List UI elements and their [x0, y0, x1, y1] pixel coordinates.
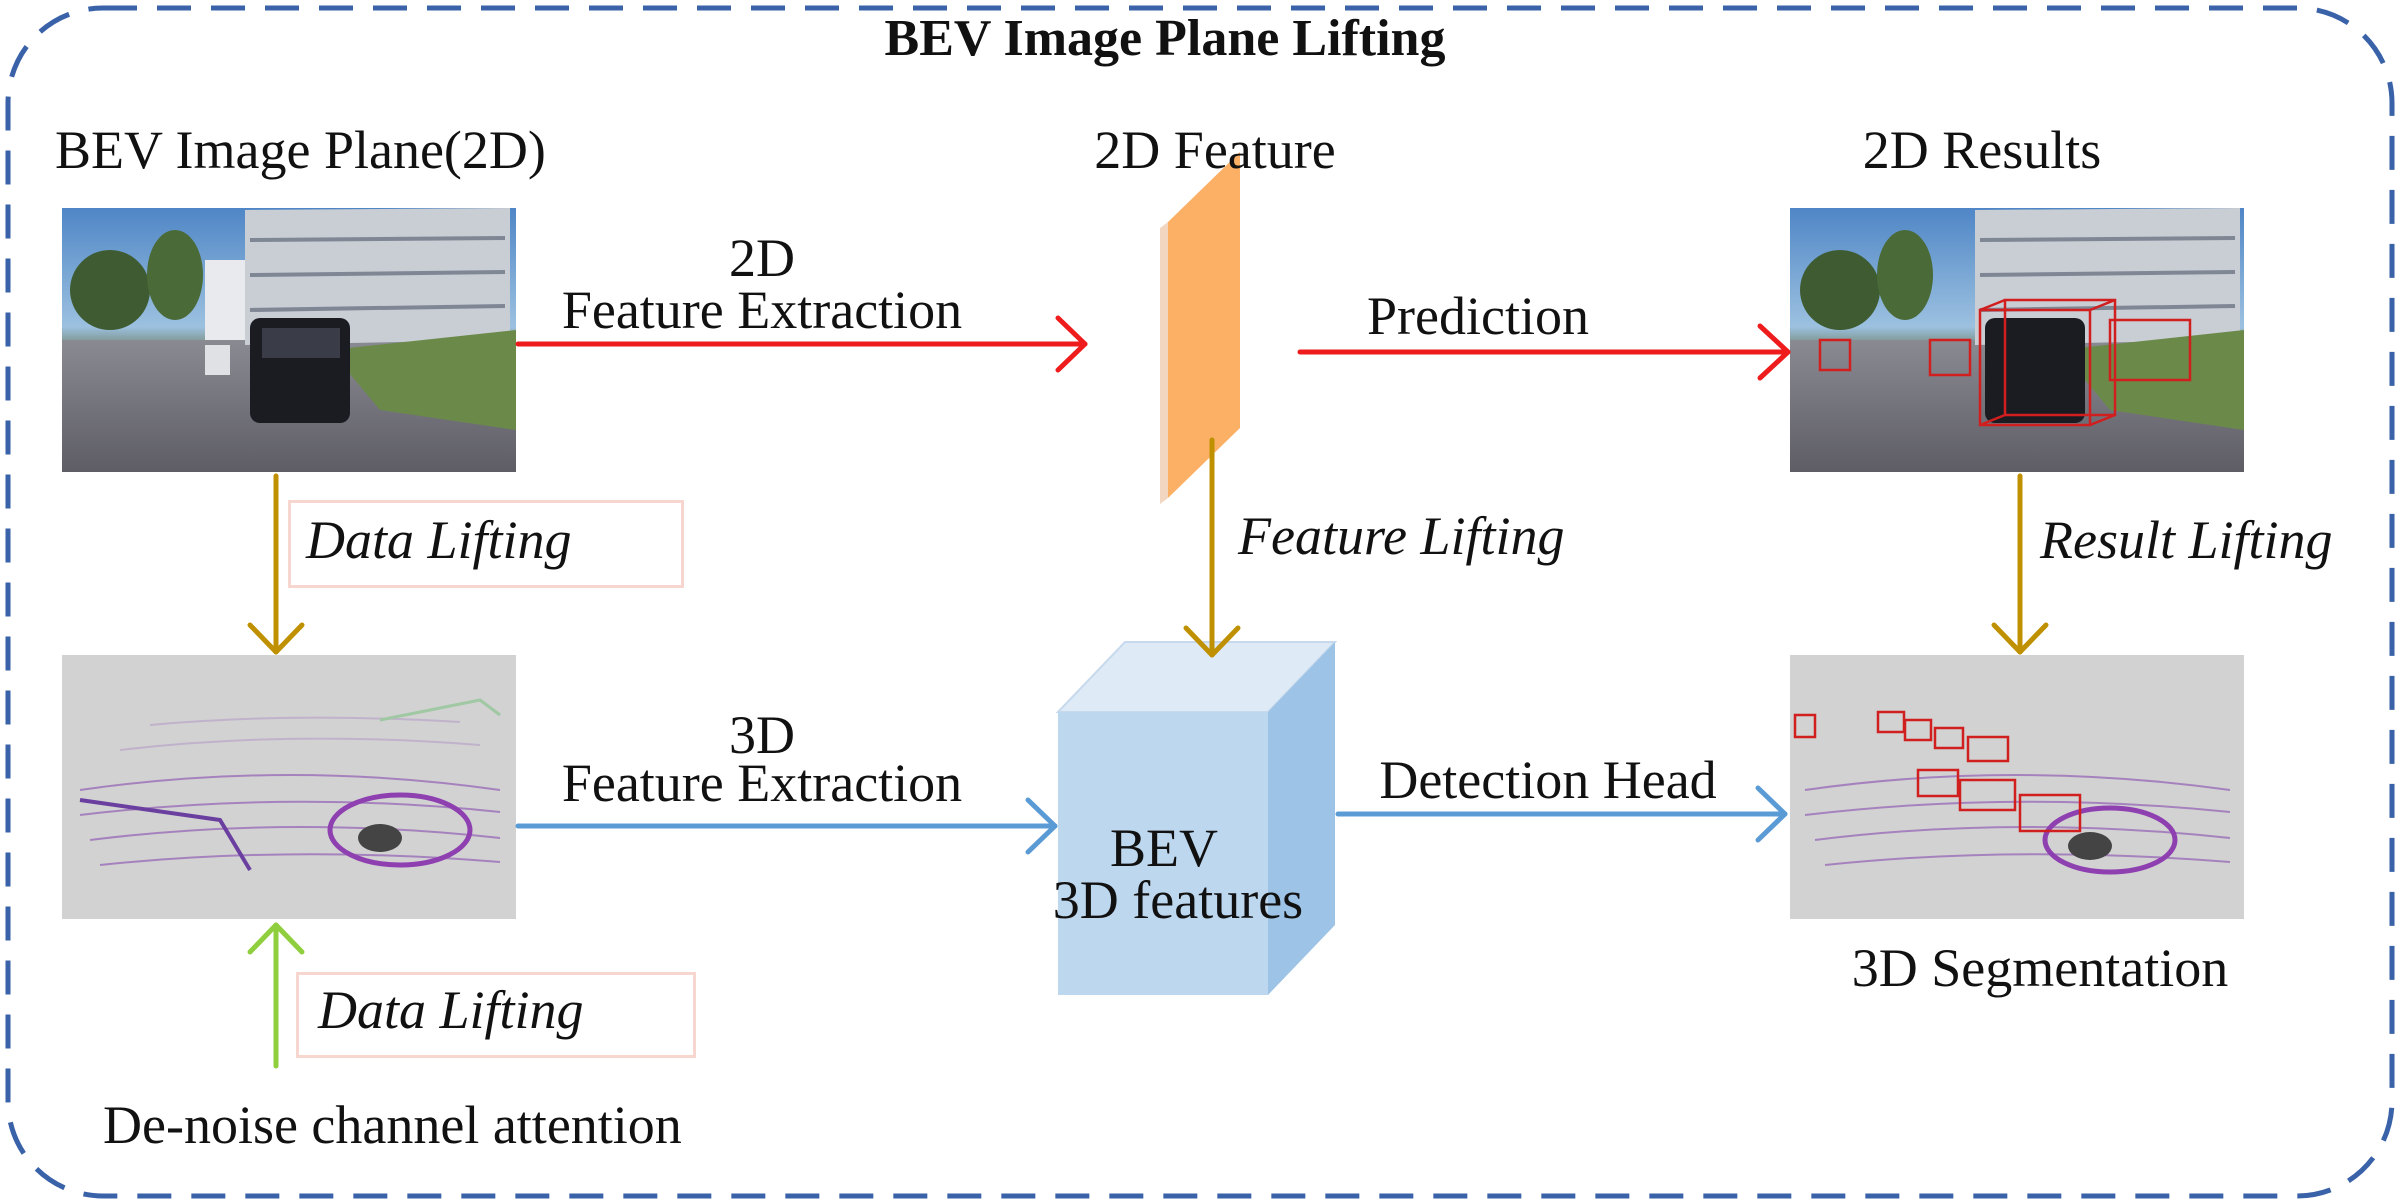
feature-plane-2d — [1160, 152, 1240, 504]
label-3d-extraction-bottom: Feature Extraction — [561, 753, 963, 813]
label-prediction: Prediction — [1367, 286, 1589, 346]
label-result-lifting: Result Lifting — [2040, 510, 2333, 570]
bev-cube — [1055, 641, 1338, 995]
arrow-result-lifting — [1991, 473, 2049, 655]
label-denoise-attention: De-noise channel attention — [103, 1095, 682, 1155]
arrow-data-lifting — [247, 473, 305, 655]
cube-label-line2: 3D features — [1052, 870, 1304, 930]
label-feature-lifting: Feature Lifting — [1238, 506, 1565, 566]
header-2d-feature: 2D Feature — [1094, 120, 1336, 180]
result-2d-image — [1790, 208, 2244, 472]
diagram-title: BEV Image Plane Lifting — [884, 10, 1446, 67]
label-3d-segmentation: 3D Segmentation — [1851, 938, 2229, 998]
label-detection-head: Detection Head — [1379, 750, 1717, 810]
arrow-detection-head — [1335, 785, 1788, 843]
data-lifting-box-top — [288, 500, 684, 588]
header-image-plane: BEV Image Plane(2D) — [55, 120, 546, 180]
label-2d-extraction-bottom: Feature Extraction — [561, 280, 963, 340]
outer-frame — [5, 5, 2395, 1199]
label-data-lifting-bottom: Data Lifting — [318, 980, 584, 1040]
label-2d-extraction-top: 2D — [729, 228, 795, 288]
label-3d-extraction-top: 3D — [729, 705, 795, 765]
point-cloud-image — [62, 655, 516, 919]
cube-label-line1: BEV — [1110, 818, 1218, 878]
arrow-3d-feature-extraction — [515, 797, 1058, 855]
arrow-2d-feature-extraction — [515, 315, 1088, 373]
camera-image-input — [62, 208, 516, 472]
arrow-prediction — [1297, 323, 1791, 381]
data-lifting-box-bottom — [296, 972, 696, 1058]
header-2d-results: 2D Results — [1862, 120, 2102, 180]
segmentation-3d-image — [1790, 655, 2244, 919]
arrow-denoise — [247, 922, 305, 1069]
arrow-feature-lifting — [1183, 437, 1241, 658]
label-data-lifting-top: Data Lifting — [306, 510, 572, 570]
